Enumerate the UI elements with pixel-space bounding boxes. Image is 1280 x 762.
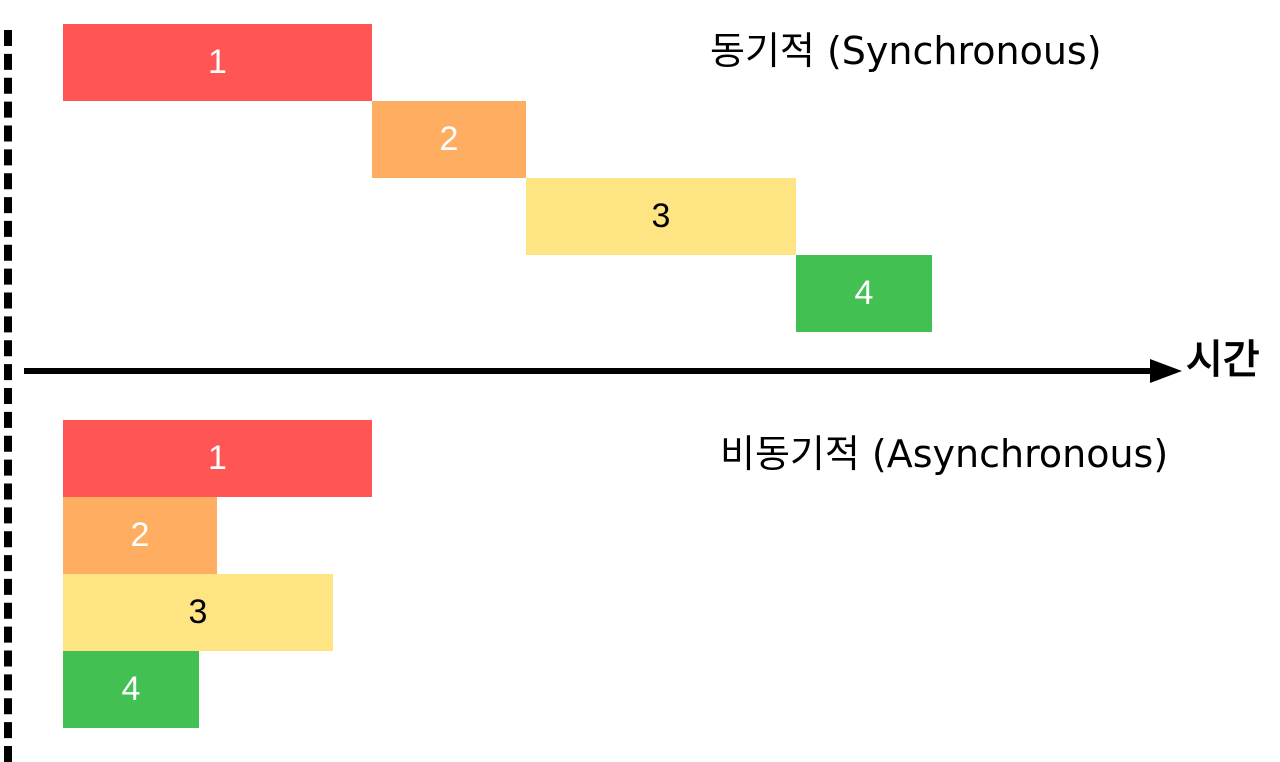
async-task-2-label: 2 xyxy=(130,516,150,554)
sync-task-3-label: 3 xyxy=(651,197,671,235)
time-axis-line xyxy=(24,368,1164,374)
time-axis-label: 시간 xyxy=(1186,337,1260,383)
sync-task-1: 1 xyxy=(63,24,372,101)
sync-task-4: 4 xyxy=(796,255,932,332)
async-task-4: 4 xyxy=(63,651,199,728)
sync-title: 동기적 (Synchronous) xyxy=(710,29,1102,73)
sync-task-3: 3 xyxy=(526,178,796,255)
start-dashed-line xyxy=(4,30,12,762)
sync-task-2-label: 2 xyxy=(439,120,459,158)
sync-task-4-label: 4 xyxy=(854,274,874,312)
async-task-1: 1 xyxy=(63,420,372,497)
time-arrow-icon xyxy=(1150,359,1182,383)
sync-task-1-label: 1 xyxy=(208,43,227,81)
async-task-1-label: 1 xyxy=(208,439,227,477)
async-task-4-label: 4 xyxy=(121,670,141,708)
async-task-2: 2 xyxy=(63,497,217,574)
sync-task-2: 2 xyxy=(372,101,526,178)
async-task-3-label: 3 xyxy=(188,593,208,631)
async-task-3: 3 xyxy=(63,574,333,651)
async-title: 비동기적 (Asynchronous) xyxy=(720,432,1169,476)
